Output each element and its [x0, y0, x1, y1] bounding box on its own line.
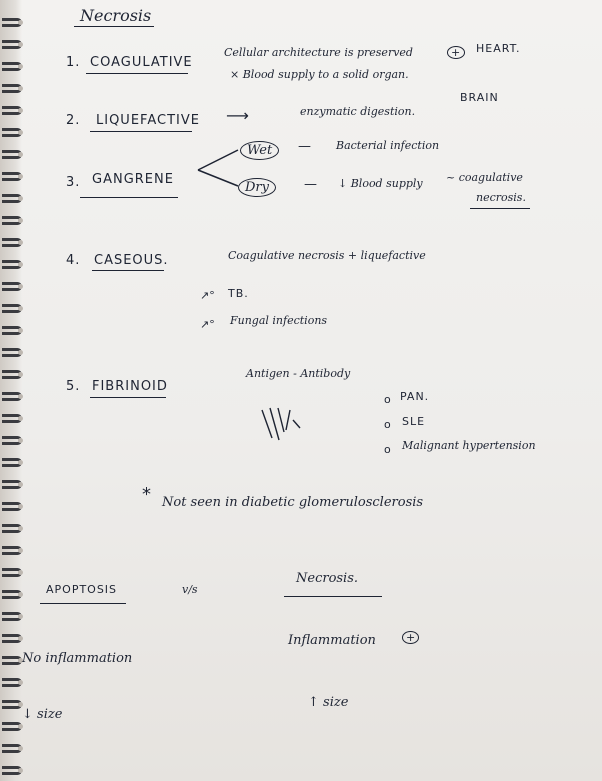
- spiral-hole: [18, 196, 23, 201]
- spiral-hole: [18, 108, 23, 113]
- spiral-hole: [18, 570, 23, 575]
- coagulative-organ: HEART.: [476, 42, 521, 55]
- spiral-hole: [18, 768, 23, 773]
- spiral-hole: [18, 548, 23, 553]
- spiral-hole: [18, 42, 23, 47]
- spiral-hole: [18, 438, 23, 443]
- fibrinoid-item-pan: PAN.: [400, 390, 430, 403]
- type-name-caseous: CASEOUS.: [94, 253, 169, 268]
- fibrinoid-item-malignant-htn: Malignant hypertension: [402, 439, 536, 452]
- wet-gangrene-desc: Bacterial infection: [336, 139, 440, 152]
- spiral-hole: [18, 592, 23, 597]
- caseous-bullet-2: ↗°: [200, 318, 215, 331]
- type-number-2: 2.: [66, 113, 81, 128]
- spiral-hole: [18, 262, 23, 267]
- caseous-item-fungal: Fungal infections: [230, 314, 328, 327]
- fibrinoid-underline: [90, 397, 166, 398]
- antibody-strokes: [261, 407, 301, 441]
- spiral-hole: [18, 328, 23, 333]
- spiral-hole: [18, 20, 23, 25]
- liquefactive-underline: [90, 131, 192, 132]
- spiral-binding: [0, 0, 30, 781]
- apoptosis-underline: [40, 603, 126, 604]
- spiral-hole: [18, 636, 23, 641]
- spiral-hole: [18, 724, 23, 729]
- type-number-4: 4.: [66, 253, 81, 268]
- dry-gangrene-note: ~ coagulative: [446, 171, 523, 184]
- apoptosis-item-2: ↓ size: [22, 707, 63, 722]
- dry-gangrene-note-2: necrosis.: [476, 191, 526, 204]
- spiral-hole: [18, 394, 23, 399]
- liquefactive-desc: enzymatic digestion.: [300, 105, 416, 118]
- type-number-5: 5.: [66, 379, 81, 394]
- page-title: Necrosis: [80, 6, 152, 25]
- necrosis-item-1: Inflammation: [288, 633, 376, 648]
- apoptosis-title: APOPTOSIS: [46, 583, 118, 596]
- caseous-desc: Coagulative necrosis + liquefactive: [228, 249, 426, 262]
- title-underline: [74, 26, 154, 27]
- necrosis-item-2: ↑ size: [308, 695, 349, 710]
- spiral-hole: [18, 746, 23, 751]
- spiral-hole: [18, 306, 23, 311]
- coagulative-desc-2: × Blood supply to a solid organ.: [230, 68, 409, 81]
- spiral-hole: [18, 614, 23, 619]
- liquefactive-arrow: ⟶: [226, 106, 249, 125]
- type-name-coagulative: COAGULATIVE: [90, 55, 193, 70]
- fibrinoid-bullet-1: o: [384, 393, 391, 406]
- gangrene-branch-lower: [197, 169, 239, 187]
- plus-circle-mark: +: [447, 46, 466, 59]
- spiral-hole: [18, 504, 23, 509]
- vs-label: v/s: [182, 583, 198, 596]
- dry-gangrene-desc: ↓ Blood supply: [338, 177, 423, 190]
- type-number-1: 1.: [66, 55, 81, 70]
- spiral-hole: [18, 284, 23, 289]
- spiral-hole: [18, 416, 23, 421]
- spiral-hole: [18, 174, 23, 179]
- caseous-underline: [92, 270, 164, 271]
- spiral-hole: [18, 658, 23, 663]
- spiral-hole: [18, 460, 23, 465]
- spiral-hole: [18, 218, 23, 223]
- spiral-hole: [18, 64, 23, 69]
- type-name-gangrene: GANGRENE: [92, 172, 174, 187]
- dry-note-underline: [470, 208, 530, 209]
- caseous-item-tb: TB.: [228, 287, 249, 300]
- gangrene-branch-upper: [197, 149, 239, 171]
- caseous-bullet-1: ↗°: [200, 289, 215, 302]
- gangrene-underline: [80, 197, 178, 198]
- spiral-hole: [18, 526, 23, 531]
- coagulative-underline: [86, 73, 188, 74]
- coagulative-desc-1: Cellular architecture is preserved: [224, 46, 413, 59]
- fibrinoid-bullet-3: o: [384, 443, 391, 456]
- wet-dash: —: [298, 139, 311, 154]
- fibrinoid-bullet-2: o: [384, 418, 391, 431]
- liquefactive-organ: BRAIN: [460, 91, 499, 104]
- star-mark: *: [142, 484, 151, 505]
- necrosis-title: Necrosis.: [296, 571, 359, 586]
- dry-gangrene-label: Dry: [238, 178, 276, 197]
- spiral-hole: [18, 130, 23, 135]
- spiral-hole: [18, 680, 23, 685]
- spiral-hole: [18, 702, 23, 707]
- spiral-hole: [18, 482, 23, 487]
- footnote-text: Not seen in diabetic glomerulosclerosis: [162, 495, 424, 510]
- fibrinoid-desc: Antigen - Antibody: [246, 367, 351, 380]
- spiral-hole: [18, 240, 23, 245]
- necrosis-underline: [284, 596, 382, 597]
- spiral-hole: [18, 372, 23, 377]
- fibrinoid-item-sle: SLE: [402, 415, 426, 428]
- spiral-hole: [18, 86, 23, 91]
- apoptosis-item-1: No inflammation: [22, 651, 133, 666]
- spiral-hole: [18, 350, 23, 355]
- necrosis-plus-mark: +: [402, 631, 420, 644]
- dry-dash: —: [304, 177, 317, 192]
- type-name-fibrinoid: FIBRINOID: [92, 379, 168, 394]
- type-name-liquefactive: LIQUEFACTIVE: [96, 113, 200, 128]
- spiral-hole: [18, 152, 23, 157]
- type-number-3: 3.: [66, 175, 81, 190]
- wet-gangrene-label: Wet: [240, 141, 280, 160]
